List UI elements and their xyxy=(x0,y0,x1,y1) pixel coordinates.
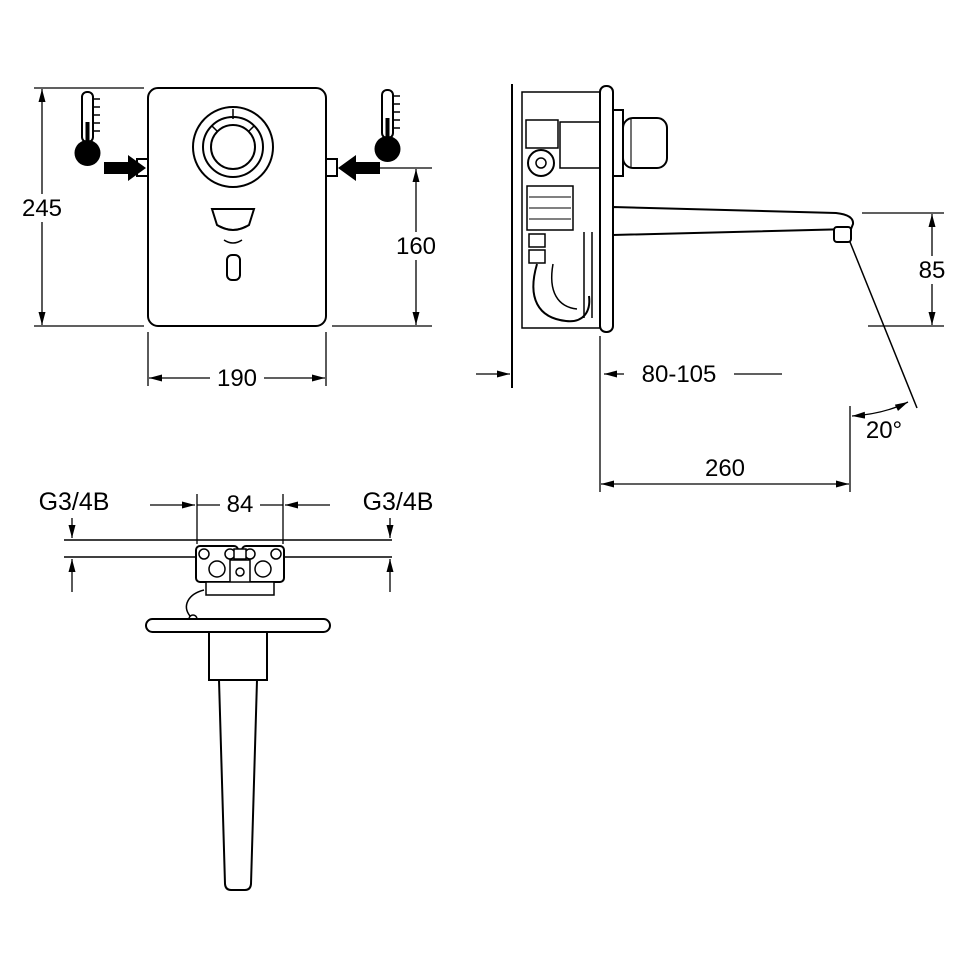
dim-outlet-height-label: 85 xyxy=(919,257,946,284)
flex-hose xyxy=(532,263,591,323)
spout-top xyxy=(208,631,268,891)
right-fixing-tab xyxy=(325,158,338,177)
dim-trim-to-bottom-label: 160 xyxy=(396,233,436,260)
escutcheon-plate xyxy=(145,618,331,633)
front-view: 245 160 190 xyxy=(16,87,442,392)
side-view: 85 80-105 20° 260 xyxy=(476,84,954,492)
spout-side xyxy=(612,205,855,243)
sensor-window xyxy=(226,254,241,281)
thermometer-left-icon xyxy=(74,91,101,166)
dim-wall-depth-label: 80-105 xyxy=(642,361,717,388)
dim-spout-reach-label: 260 xyxy=(705,455,745,482)
dim-connection-spacing-label: 84 xyxy=(227,491,254,518)
control-dial xyxy=(192,106,274,188)
thread-label-left: G3/4B xyxy=(39,488,110,592)
dim-overall-width: 190 xyxy=(147,332,327,392)
dim-connection-spacing: 84 xyxy=(150,488,330,544)
thread-label-left-text: G3/4B xyxy=(39,488,110,516)
spout-outlet-nub xyxy=(833,226,852,243)
thread-label-right-text: G3/4B xyxy=(363,488,434,516)
lanyard xyxy=(185,589,205,617)
thermometer-right-icon xyxy=(374,89,401,162)
dim-wall-depth: 80-105 xyxy=(476,336,782,492)
mixer-panel xyxy=(147,87,327,327)
flex-hose xyxy=(551,263,578,310)
thread-label-right: G3/4B xyxy=(363,488,434,592)
top-view: 84 G3/4B G3/4B xyxy=(39,488,434,891)
spout-outlet-front xyxy=(210,208,256,244)
valve-body-top xyxy=(185,545,285,624)
dim-spout-angle-label: 20° xyxy=(866,417,902,444)
panel-edge xyxy=(599,85,614,333)
dial-knob-side xyxy=(612,109,668,177)
dim-spout-angle: 20° xyxy=(849,241,918,444)
in-wall-valve-components xyxy=(525,119,601,323)
dim-overall-height-label: 245 xyxy=(22,195,62,222)
dim-spout-reach: 260 xyxy=(601,406,851,492)
dim-overall-height: 245 xyxy=(16,87,144,327)
dim-overall-width-label: 190 xyxy=(217,365,257,392)
dim-outlet-height: 85 xyxy=(862,212,954,327)
dim-trim-to-bottom: 160 xyxy=(332,167,442,327)
arrow-right-icon xyxy=(104,155,146,181)
